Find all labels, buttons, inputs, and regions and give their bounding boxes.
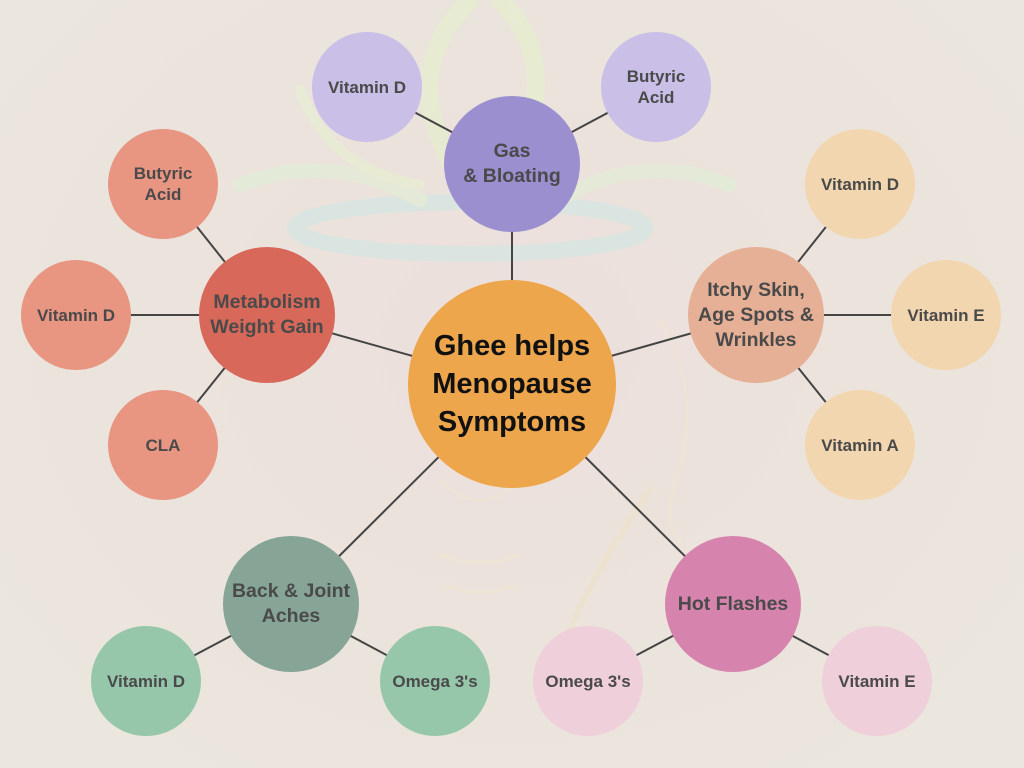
hub-metabolism-weight-gain: Metabolism Weight Gain: [199, 247, 335, 383]
hub-gas-bloating: Gas & Bloating: [444, 96, 580, 232]
leaf-metabolism-cla: CLA: [108, 390, 218, 500]
leaf-flashes-omega-3: Omega 3's: [533, 626, 643, 736]
hub-hot-flashes: Hot Flashes: [665, 536, 801, 672]
leaf-metabolism-butyric-acid: Butyric Acid: [108, 129, 218, 239]
hub-itchy-skin: Itchy Skin, Age Spots & Wrinkles: [688, 247, 824, 383]
central-topic-node: Ghee helps Menopause Symptoms: [408, 280, 616, 488]
leaf-joints-omega-3: Omega 3's: [380, 626, 490, 736]
central-topic-label: Ghee helps Menopause Symptoms: [432, 330, 592, 438]
leaf-flashes-vitamin-e: Vitamin E: [822, 626, 932, 736]
leaf-skin-vitamin-d: Vitamin D: [805, 129, 915, 239]
leaf-gas-vitamin-d: Vitamin D: [312, 32, 422, 142]
leaf-metabolism-vitamin-d: Vitamin D: [21, 260, 131, 370]
hub-back-joint-aches: Back & Joint Aches: [223, 536, 359, 672]
leaf-skin-vitamin-e: Vitamin E: [891, 260, 1001, 370]
leaf-skin-vitamin-a: Vitamin A: [805, 390, 915, 500]
leaf-joints-vitamin-d: Vitamin D: [91, 626, 201, 736]
leaf-gas-butyric-acid: Butyric Acid: [601, 32, 711, 142]
